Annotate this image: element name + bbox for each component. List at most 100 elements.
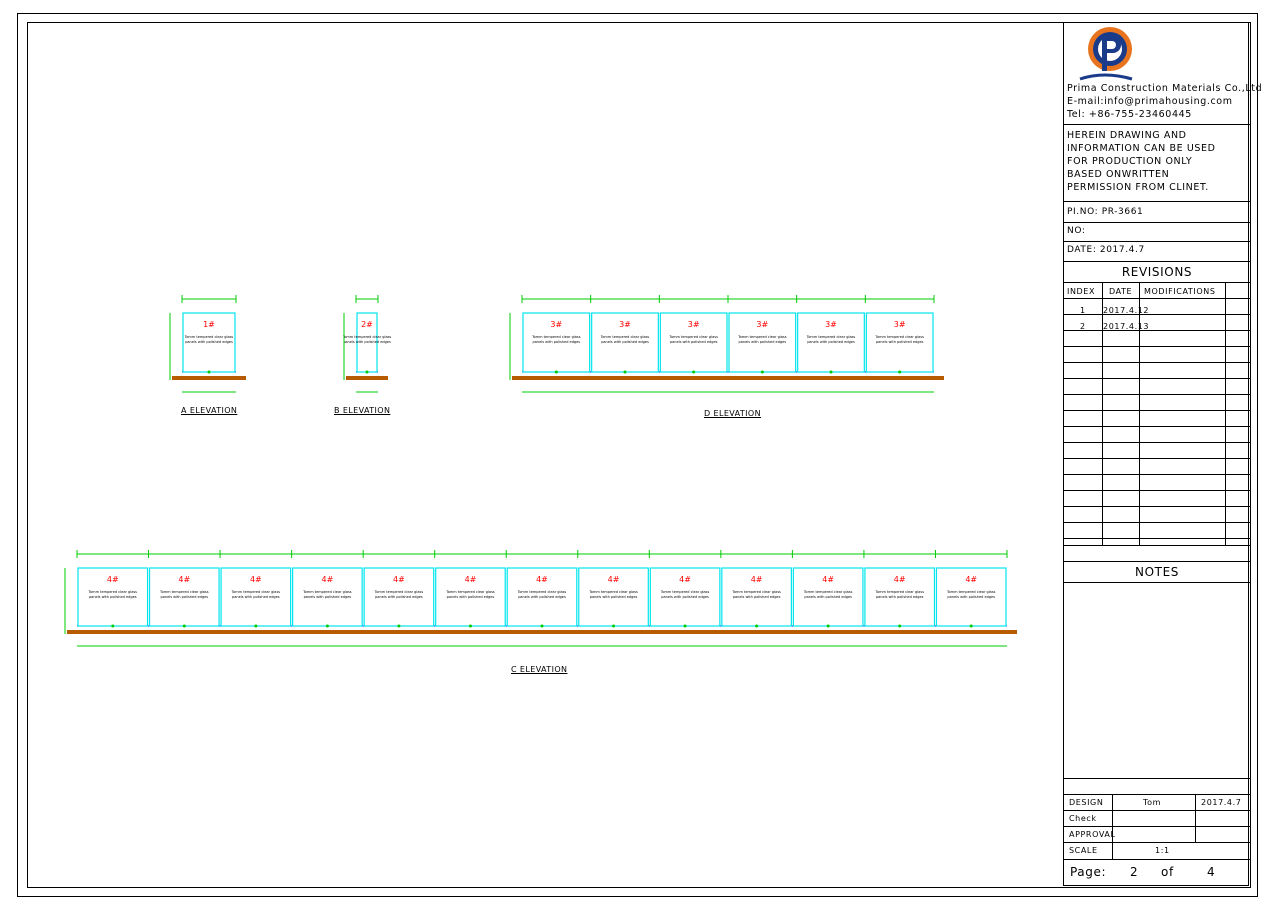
pi-number: PI.NO: PR-3661 — [1067, 207, 1144, 217]
notice-line-3: FOR PRODUCTION ONLY — [1067, 156, 1193, 167]
approval-label: APPROVAL — [1069, 830, 1116, 839]
scale-label: SCALE — [1069, 846, 1098, 855]
notice-line-5: PERMISSION FROM CLINET. — [1067, 182, 1209, 193]
c-elevation-post-marker — [182, 624, 186, 628]
c-elevation-panel-note: panels with polished edges — [590, 595, 638, 599]
revisions-table: INDEX DATE MODIFICATIONS 1 2017.4.12 2 2… — [1064, 282, 1250, 546]
rev-header-date: DATE — [1109, 287, 1133, 296]
d-elevation-panel-note: Tomm tempered clear glass — [531, 335, 581, 339]
c-elevation-panel-label: 4# — [107, 575, 119, 584]
company-logo — [1074, 25, 1144, 83]
d-elevation-panel-label: 3# — [688, 320, 700, 329]
page-total: 4 — [1207, 865, 1216, 879]
c-elevation-post-marker — [468, 624, 472, 628]
c-elevation-post-marker — [826, 624, 830, 628]
c-elevation-post-marker — [397, 624, 401, 628]
company-tel: Tel: +86-755-23460445 — [1067, 109, 1192, 120]
d-elevation-panel-note: Tomm tempered clear glass — [874, 335, 924, 339]
d-elevation-post-marker — [829, 370, 833, 374]
title-block: Prima Construction Materials Co.,Ltd E-m… — [1063, 22, 1262, 886]
d-elevation-panel-note: Tomm tempered clear glass — [737, 335, 787, 339]
c-elevation-panel-note: Tomm tempered clear glass — [517, 590, 567, 594]
d-elevation-panel-note: panels with polished edges — [601, 340, 649, 344]
b-elevation-panel-note: Tomm tempered clear glass — [342, 335, 392, 339]
d-elevation-panel-note: panels with polished edges — [670, 340, 718, 344]
outer-border — [17, 13, 1258, 897]
d-elevation-panel-note: panels with polished edges — [876, 340, 924, 344]
design-date: 2017.4.7 — [1201, 798, 1242, 807]
c-elevation-panel-label: 4# — [178, 575, 190, 584]
no-field: NO: — [1067, 226, 1086, 236]
rev-row-1-index: 1 — [1080, 306, 1086, 315]
d-elevation-panel-label: 3# — [756, 320, 768, 329]
a-elevation-panel-note: Tomm tempered clear glass — [184, 335, 234, 339]
d-elevation-base — [512, 376, 944, 380]
c-elevation-panel-label: 4# — [250, 575, 262, 584]
a-elevation-panel-note: panels with polished edges — [185, 340, 233, 344]
a-elevation-panel-label: 1# — [203, 320, 215, 329]
c-elevation-panel-note: Tomm tempered clear glass — [946, 590, 996, 594]
c-elevation-panel-note: panels with polished edges — [304, 595, 352, 599]
page-of: of — [1161, 865, 1174, 879]
rev-row-2-date: 2017.4.13 — [1103, 322, 1150, 331]
c-elevation-post-marker — [254, 624, 258, 628]
d-elevation-post-marker — [898, 370, 902, 374]
c-elevation-post-marker — [898, 624, 902, 628]
b-elevation-label: B ELEVATION — [334, 406, 391, 415]
d-elevation-post-marker — [623, 370, 627, 374]
d-elevation-post-marker — [554, 370, 558, 374]
c-elevation-post-marker — [111, 624, 115, 628]
c-elevation-panel-note: panels with polished edges — [876, 595, 924, 599]
revisions-title: REVISIONS — [1121, 265, 1193, 279]
c-elevation-panel-note: Tomm tempered clear glass — [302, 590, 352, 594]
rev-row-1-date: 2017.4.12 — [1103, 306, 1150, 315]
d-elevation-panel-note: Tomm tempered clear glass — [668, 335, 718, 339]
c-elevation-panel-label: 4# — [321, 575, 333, 584]
company-name: Prima Construction Materials Co.,Ltd — [1067, 83, 1263, 94]
d-elevation-panel-note: Tomm tempered clear glass — [806, 335, 856, 339]
check-label: Check — [1069, 814, 1097, 823]
c-elevation-panel-note: Tomm tempered clear glass — [874, 590, 924, 594]
c-elevation-panel-note: panels with polished edges — [89, 595, 137, 599]
c-elevation-panel-note: Tomm tempered clear glass — [374, 590, 424, 594]
c-elevation-panel-note: panels with polished edges — [947, 595, 995, 599]
c-elevation-post-marker — [612, 624, 616, 628]
c-elevation-panel-note: Tomm tempered clear glass — [231, 590, 281, 594]
c-elevation-panel-note: Tomm tempered clear glass — [588, 590, 638, 594]
c-elevation-panel-label: 4# — [465, 575, 477, 584]
d-elevation-panel-label: 3# — [550, 320, 562, 329]
c-elevation-panel-label: 4# — [965, 575, 977, 584]
a-elevation-base — [172, 376, 246, 380]
d-elevation-panel-note: Tomm tempered clear glass — [600, 335, 650, 339]
notice-line-4: BASED ONWRITTEN — [1067, 169, 1170, 180]
rev-header-modifications: MODIFICATIONS — [1144, 287, 1216, 296]
d-elevation-panel-label: 3# — [619, 320, 631, 329]
c-elevation-post-marker — [325, 624, 329, 628]
c-elevation-panel-note: panels with polished edges — [447, 595, 495, 599]
notice-line-1: HEREIN DRAWING AND — [1067, 130, 1187, 141]
c-elevation-panel-note: panels with polished edges — [804, 595, 852, 599]
rev-row-2-index: 2 — [1080, 322, 1086, 331]
page-current: 2 — [1130, 865, 1139, 879]
c-elevation-panel-label: 4# — [608, 575, 620, 584]
b-elevation-panel-label: 2# — [361, 320, 373, 329]
page-label: Page: — [1070, 865, 1107, 879]
c-elevation-label: C ELEVATION — [511, 665, 568, 674]
scale-value: 1:1 — [1155, 846, 1170, 855]
d-elevation-post-marker — [692, 370, 696, 374]
inner-border — [27, 22, 1251, 888]
a-elevation-post-marker — [207, 370, 211, 374]
c-elevation-post-marker — [540, 624, 544, 628]
c-elevation-panel-label: 4# — [679, 575, 691, 584]
company-email: E-mail:info@primahousing.com — [1067, 96, 1233, 107]
c-elevation-panel-note: panels with polished edges — [518, 595, 566, 599]
c-elevation-base — [67, 630, 1017, 634]
d-elevation-post-marker — [760, 370, 764, 374]
c-elevation-panel-label: 4# — [894, 575, 906, 584]
c-elevation-panel-note: panels with polished edges — [375, 595, 423, 599]
c-elevation-panel-note: Tomm tempered clear glass — [88, 590, 138, 594]
c-elevation-panel-note: Tomm tempered clear glass — [803, 590, 853, 594]
c-elevation-panel-note: panels with polished edges — [733, 595, 781, 599]
c-elevation-post-marker — [969, 624, 973, 628]
c-elevation-panel-note: Tomm tempered clear glass — [731, 590, 781, 594]
